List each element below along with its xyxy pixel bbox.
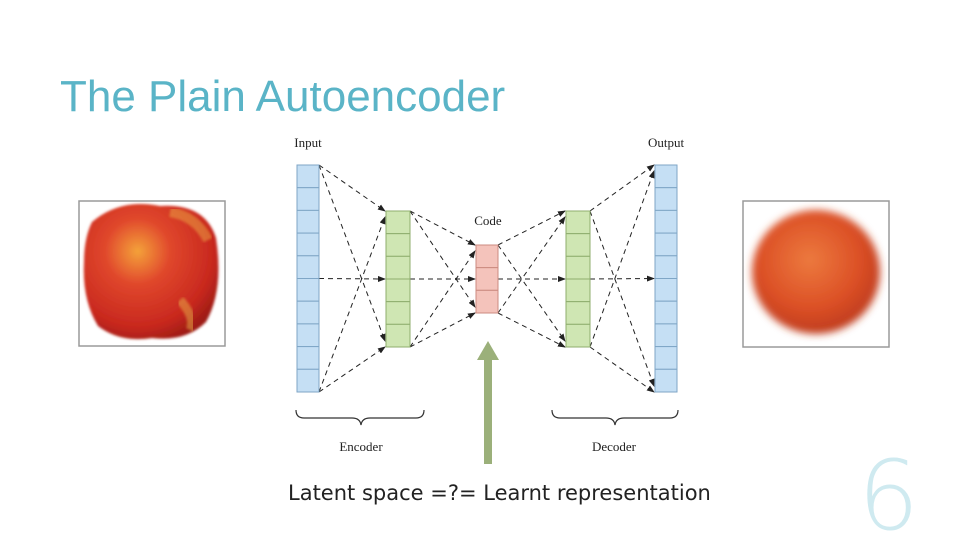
output-label: Output xyxy=(648,135,685,150)
connection-0 xyxy=(318,346,386,393)
encoder-label: Encoder xyxy=(339,439,383,454)
hidden-encoder-unit xyxy=(385,210,411,235)
output-unit xyxy=(654,346,678,370)
connection-1 xyxy=(409,312,476,348)
hidden-encoder-unit xyxy=(385,301,411,325)
input-unit xyxy=(296,346,320,370)
connection-2 xyxy=(497,312,566,348)
page-number: 6 xyxy=(858,440,920,552)
connection-1 xyxy=(409,210,476,308)
decoder-label: Decoder xyxy=(592,439,637,454)
hidden-decoder-unit xyxy=(565,255,591,280)
input-unit xyxy=(296,164,320,189)
connection-0 xyxy=(318,216,386,393)
latent-space-caption: Latent space =?= Learnt representation xyxy=(288,481,711,505)
encoder-brace xyxy=(295,409,425,426)
input-unit xyxy=(296,255,320,280)
latent-pointer-arrow xyxy=(477,341,499,464)
decoder-brace xyxy=(551,409,679,426)
hidden-decoder-unit xyxy=(565,210,591,235)
connection-1 xyxy=(409,210,476,246)
connection-0 xyxy=(318,164,386,212)
connection-3 xyxy=(589,346,655,393)
hidden-encoder-unit xyxy=(385,323,411,348)
network-layers xyxy=(296,164,678,393)
connection-3 xyxy=(589,164,655,212)
hidden-decoder-unit xyxy=(565,278,591,303)
hidden-encoder-unit xyxy=(385,233,411,257)
input-apple-image xyxy=(78,200,226,347)
input-unit xyxy=(296,323,320,348)
output-unit xyxy=(654,255,678,280)
autoencoder-diagram: Input Output Code Encoder Decoder xyxy=(78,135,890,464)
input-label: Input xyxy=(294,135,322,150)
input-unit xyxy=(296,232,320,257)
connection-3 xyxy=(589,210,655,387)
hidden-decoder-unit xyxy=(565,233,591,257)
input-unit xyxy=(296,278,320,302)
connection-2 xyxy=(497,216,566,314)
reconstructed-apple-image xyxy=(742,200,890,348)
connection-2 xyxy=(497,244,566,342)
code-unit xyxy=(475,244,499,269)
output-unit xyxy=(654,232,678,257)
hidden-decoder-unit xyxy=(565,323,591,348)
output-unit xyxy=(654,368,678,393)
connection-3 xyxy=(589,170,655,348)
input-unit xyxy=(296,187,320,211)
output-unit xyxy=(654,164,678,189)
input-unit xyxy=(296,300,320,325)
code-unit xyxy=(475,289,499,314)
hidden-encoder-unit xyxy=(385,278,411,303)
code-label: Code xyxy=(474,213,502,228)
output-unit xyxy=(654,278,678,302)
connection-0 xyxy=(318,275,386,282)
connection-1 xyxy=(409,250,476,348)
network-connections xyxy=(318,164,655,393)
connection-0 xyxy=(318,164,386,342)
connection-2 xyxy=(497,210,566,246)
code-unit xyxy=(475,267,499,291)
input-unit xyxy=(296,368,320,393)
input-unit xyxy=(296,209,320,234)
output-unit xyxy=(654,209,678,234)
output-unit xyxy=(654,323,678,348)
slide-title: The Plain Autoencoder xyxy=(60,72,506,121)
connection-3 xyxy=(589,275,655,282)
hidden-encoder-unit xyxy=(385,255,411,280)
hidden-decoder-unit xyxy=(565,301,591,325)
output-unit xyxy=(654,300,678,325)
output-unit xyxy=(654,187,678,211)
